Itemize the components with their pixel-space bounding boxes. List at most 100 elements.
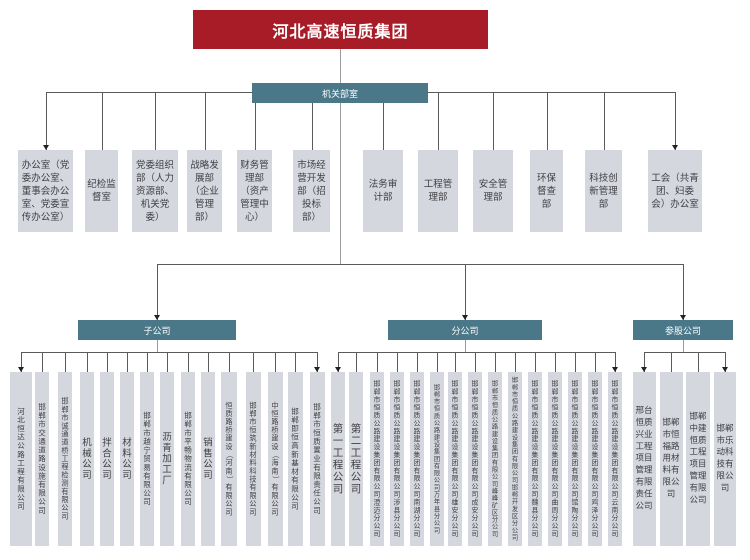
company-label-char: 路 (271, 418, 279, 427)
company-label-char: 邯 (61, 397, 69, 406)
company-label-char: 恒 (291, 433, 299, 442)
connector-line (675, 92, 676, 150)
company-label-char: 北 (17, 415, 25, 425)
company-label-char: 设 (38, 463, 46, 472)
company-label-char: 泽 (591, 506, 599, 515)
arrow-down-icon (314, 367, 320, 372)
company-node: 第二工程公司 (349, 372, 363, 546)
company-label-char: 集 (591, 451, 599, 459)
company-label-char: 公 (531, 419, 539, 428)
company-label-char: 宁 (143, 446, 151, 455)
company-label-char: 集 (433, 448, 441, 456)
company-label-char: 涉 (393, 498, 401, 507)
connector-line (204, 92, 206, 150)
company-label-char: 司 (203, 469, 213, 481)
company-label-char: 质 (511, 405, 519, 413)
company-label-char: 公 (249, 499, 257, 509)
company-label-char: 畅 (184, 446, 192, 455)
company-label-char: 质 (571, 411, 579, 420)
company-label-char: 郸 (143, 420, 151, 429)
company-node: 第一工程公司 (331, 372, 345, 546)
company-label-char: 测 (61, 479, 69, 488)
company-label-char: 司 (511, 476, 519, 485)
company-label: 邯郸市恒质公路建设集团有限公司万年县分公司 (433, 384, 440, 534)
company-label-char: 邯 (511, 484, 519, 492)
company-label-char: 司 (332, 483, 344, 495)
company-label-char: 质 (531, 411, 539, 420)
company-label: 邯郸即恒高新基材有限公司 (291, 407, 300, 510)
company-node: 邯郸市乐动科技有限公司 (714, 372, 736, 546)
company-label-char: 道 (38, 446, 46, 455)
company-label-char: 诚 (61, 422, 69, 431)
company-label-char: 设 (531, 443, 539, 452)
company-label-char: 分 (531, 514, 539, 523)
company-label-char: 公 (332, 471, 344, 483)
company-label-char: 恒 (591, 403, 599, 412)
company-label-char: 恒 (551, 403, 559, 412)
company-label-char: 海 (271, 459, 279, 468)
connector-line (127, 352, 128, 372)
company-label-char: 司 (471, 530, 479, 538)
company-label-char: 设 (413, 443, 421, 452)
company-label-char: 集 (611, 451, 619, 459)
company-label-char: 集 (413, 451, 421, 459)
company-label-char: 公 (611, 482, 619, 491)
company-label-char: 公 (491, 416, 499, 424)
company-label-char: 司 (491, 530, 499, 538)
company-node: 邯郸市诚通道桥工程检测有限公司 (58, 372, 72, 546)
company-node: 邯郸市恒质公路建设集团有限公司万年县分公司 (430, 372, 444, 546)
connector-line (683, 264, 684, 320)
company-label: 邯郸市恒福路用材料有限公司 (662, 418, 680, 499)
company-label: 邯郸市恒质公路建设集团有限公司雄安分公司 (451, 380, 459, 538)
connector-line (698, 352, 699, 372)
company-label-char: 公 (571, 482, 579, 491)
company-label-char: 有 (511, 455, 519, 463)
company-node: 材料公司 (120, 372, 134, 546)
company-label-char: 设 (373, 443, 381, 452)
company-label-char: 公 (611, 419, 619, 428)
company-label-char: 设 (611, 443, 619, 452)
company-node: 邯郸市恒质公路建设集团有限公司峰峰矿区分公司 (488, 372, 502, 546)
company-label-char: 郸 (433, 391, 441, 399)
company-label-char: 公 (82, 459, 92, 470)
company-label-char: 司 (491, 480, 499, 488)
company-label-char: 市 (511, 391, 519, 399)
company-label-char: 郸 (511, 383, 519, 392)
company-label-char: 公 (571, 419, 579, 428)
company-label-char: 一 (332, 435, 344, 447)
arrow-down-icon (42, 145, 49, 150)
company-label: 邯郸市恒质公路建设集团有限公司峰峰矿区分公司 (491, 380, 498, 537)
company-label-char: 路 (511, 419, 519, 427)
company-label-char: 路 (611, 427, 619, 436)
company-label-char: 司 (451, 490, 459, 499)
company-label-char: 鸡 (591, 498, 599, 507)
connector-line (515, 352, 516, 372)
company-label-char: 有 (531, 466, 539, 475)
company-label-char: 云 (611, 498, 619, 507)
company-label-char: 分 (393, 514, 401, 523)
company-label: 邯郸市恒质公路建设集团有限公司曲周分公司 (551, 380, 559, 538)
company-label-char: 施 (38, 471, 46, 481)
company-label-char: 恒 (471, 403, 479, 412)
company-label-char: 湖 (413, 506, 421, 515)
company-label-char: （ (270, 451, 280, 459)
company-label-char: 公 (433, 476, 441, 485)
company-label-char: 县 (393, 506, 401, 515)
company-label-char: 南 (611, 506, 619, 515)
connector-line (45, 92, 47, 150)
company-label-char: 邯 (249, 401, 257, 410)
company-label-char: 司 (225, 508, 233, 517)
connector-line (87, 352, 88, 372)
company-label-char: 达 (17, 433, 25, 442)
company-label-char: 限 (38, 489, 46, 498)
company-label-char: 公 (17, 493, 25, 503)
company-label-char: 限 (491, 466, 499, 474)
connector-line (671, 352, 672, 372)
company-node: 邯郸市恒质公路建设集团有限公司澄迈分公司 (370, 372, 384, 546)
company-label-char: 公 (271, 499, 279, 509)
company-label-char: 有 (393, 466, 401, 475)
company-label-char: 河 (225, 459, 233, 468)
company-label-char: 团 (591, 459, 599, 467)
connector-line (253, 352, 254, 372)
company-label-char: 分 (471, 514, 479, 523)
